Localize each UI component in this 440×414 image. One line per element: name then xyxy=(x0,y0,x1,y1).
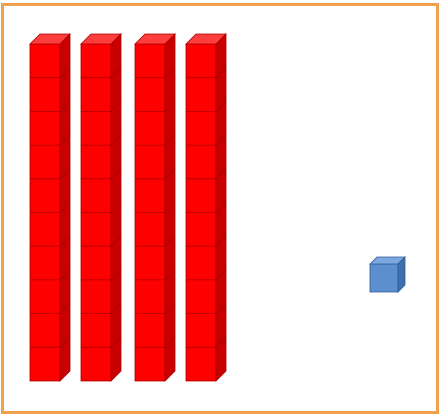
ten-rod xyxy=(81,34,121,381)
unit-cube-front-face xyxy=(370,264,398,292)
ten-rod xyxy=(30,34,70,381)
ten-rod xyxy=(186,34,226,381)
unit-cube xyxy=(370,257,405,292)
ten-rod xyxy=(135,34,175,381)
